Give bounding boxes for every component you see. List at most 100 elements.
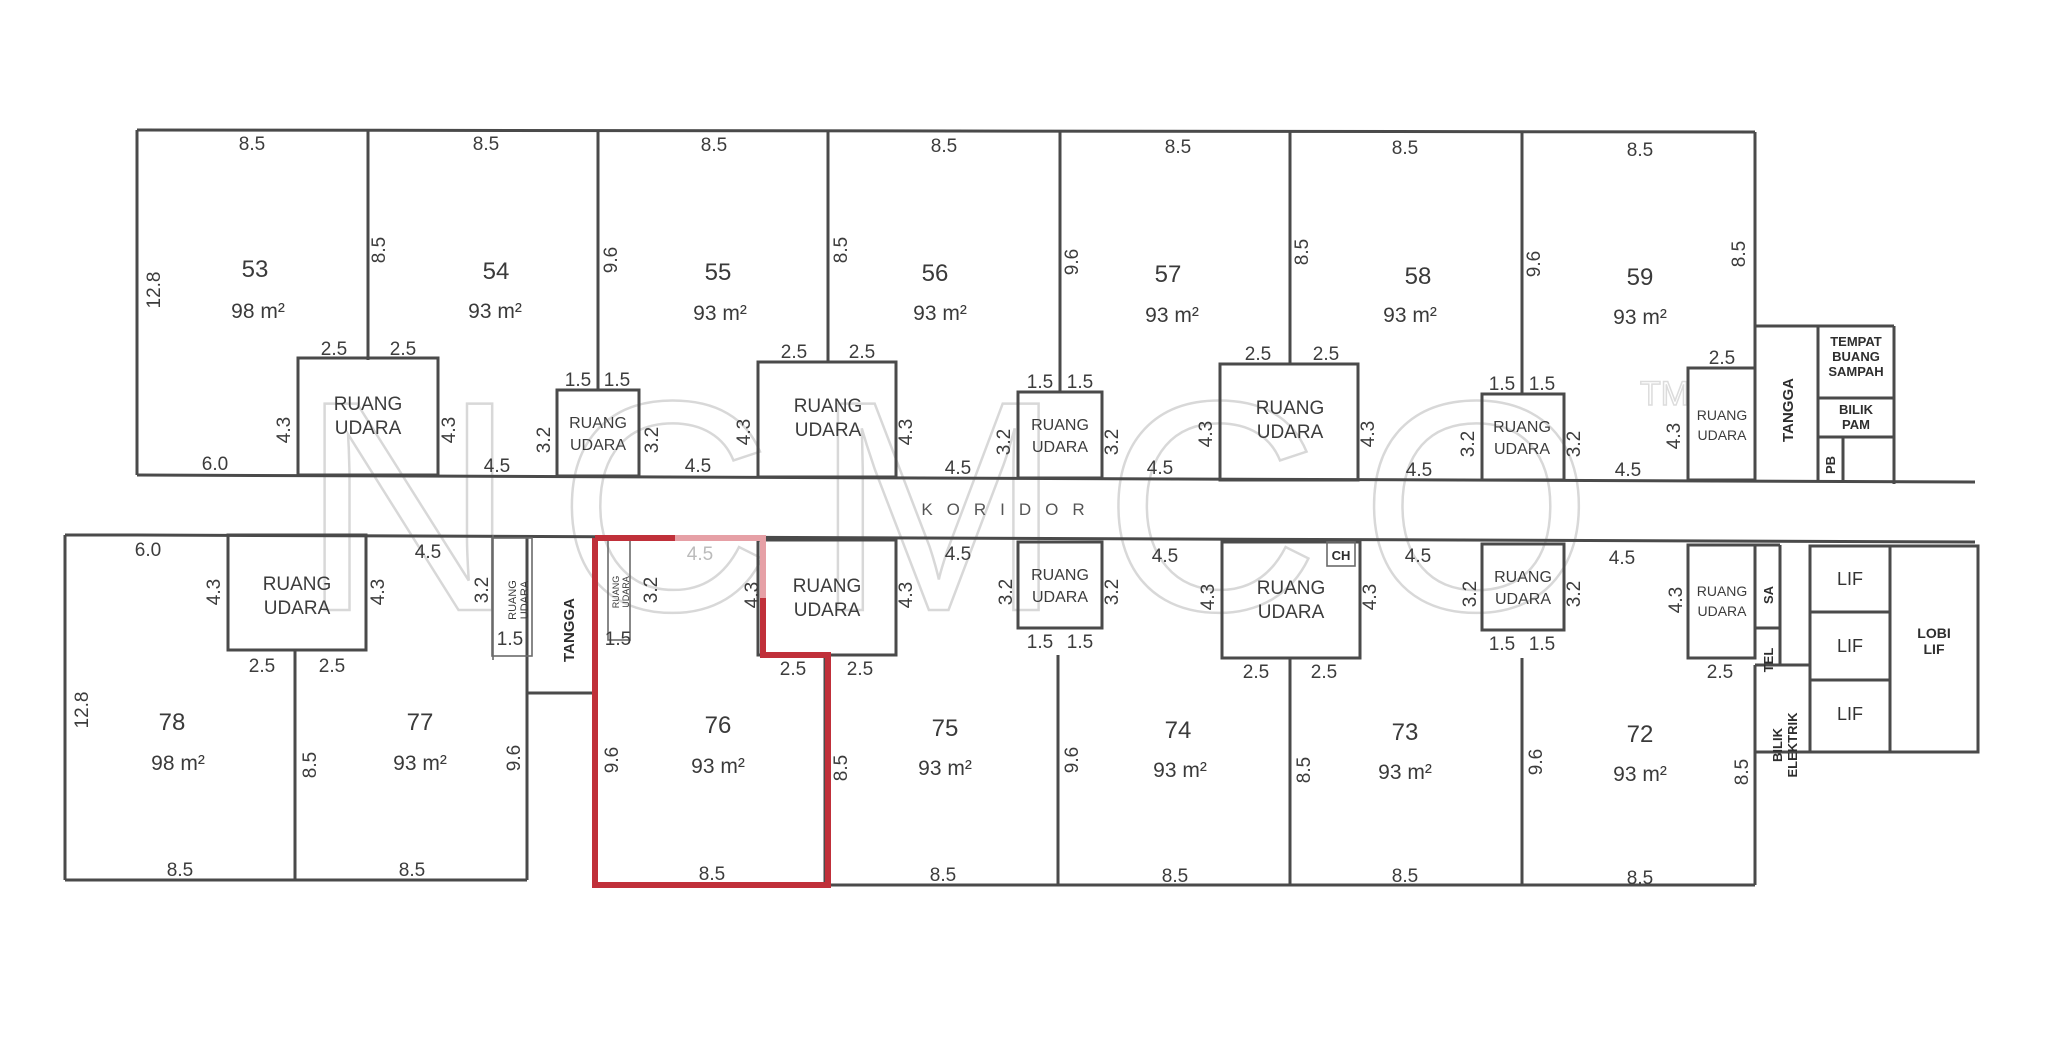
svg-text:1.5: 1.5	[1529, 634, 1555, 655]
svg-text:8.5: 8.5	[1294, 757, 1315, 783]
svg-text:93 m²: 93 m²	[1153, 759, 1207, 782]
air-well-dims: 2.5 2.5 1.5 1.5 2.5 2.5 1.5 1.5 2.5 2.5 …	[135, 339, 1735, 683]
stairs-label: TANGGA	[561, 598, 578, 662]
svg-text:RUANGUDARA: RUANGUDARA	[1256, 398, 1325, 443]
lot-area: 93 m²	[1383, 304, 1437, 327]
svg-text:4.3: 4.3	[1198, 584, 1219, 610]
highlighted-lot-76	[592, 535, 831, 888]
svg-text:TEL: TEL	[1761, 648, 1776, 673]
svg-text:8.5: 8.5	[1162, 866, 1188, 887]
svg-text:4.5: 4.5	[1615, 460, 1641, 481]
svg-text:9.6: 9.6	[602, 747, 623, 773]
svg-text:8.5: 8.5	[1392, 138, 1418, 159]
svg-text:2.5: 2.5	[1707, 662, 1733, 683]
ch-label: CH	[1332, 548, 1351, 563]
svg-text:3.2: 3.2	[472, 577, 493, 603]
svg-text:3.2: 3.2	[1458, 431, 1479, 457]
svg-text:1.5: 1.5	[1067, 632, 1093, 653]
svg-text:2.5: 2.5	[1313, 344, 1339, 365]
svg-text:4.5: 4.5	[484, 456, 510, 477]
svg-text:2.5: 2.5	[390, 339, 416, 360]
lift-label: LIF	[1837, 569, 1863, 589]
lot-number: 72	[1627, 721, 1654, 748]
svg-text:3.2: 3.2	[1564, 581, 1585, 607]
svg-text:8.5: 8.5	[1732, 759, 1753, 785]
svg-text:2.5: 2.5	[1243, 662, 1269, 683]
lot-area: 93 m²	[468, 300, 522, 323]
svg-text:93 m²: 93 m²	[1378, 761, 1432, 784]
svg-text:4.3: 4.3	[204, 579, 225, 605]
lot-area: 93 m²	[913, 302, 967, 325]
svg-text:1.5: 1.5	[1529, 374, 1555, 395]
svg-text:3.2: 3.2	[1102, 429, 1123, 455]
svg-text:9.6: 9.6	[504, 745, 525, 771]
svg-text:3.2: 3.2	[1102, 579, 1123, 605]
svg-text:BILIKELEKTRIK: BILIKELEKTRIK	[1770, 712, 1800, 778]
svg-text:4.3: 4.3	[1358, 421, 1379, 447]
svg-text:8.5: 8.5	[930, 865, 956, 886]
svg-text:9.6: 9.6	[1526, 749, 1547, 775]
svg-text:4.3: 4.3	[734, 419, 755, 445]
lot-number: 78	[159, 709, 186, 736]
svg-text:2.5: 2.5	[321, 339, 347, 360]
lot-number: 73	[1392, 719, 1419, 746]
svg-text:8.5: 8.5	[831, 755, 852, 781]
svg-text:4.3: 4.3	[1360, 584, 1381, 610]
svg-text:4.5: 4.5	[415, 542, 441, 563]
lot-number: 53	[242, 256, 269, 283]
svg-text:4.5: 4.5	[1152, 546, 1178, 567]
svg-text:RUANGUDARA: RUANGUDARA	[334, 394, 403, 439]
svg-text:1.5: 1.5	[1489, 374, 1515, 395]
svg-text:6.0: 6.0	[202, 454, 228, 475]
watermark-text: NCMCO	[300, 338, 1633, 674]
svg-text:6.0: 6.0	[135, 540, 161, 561]
svg-text:RUANGUDARA: RUANGUDARA	[611, 576, 631, 609]
svg-text:8.5: 8.5	[1627, 868, 1653, 889]
lot-area: 93 m²	[1153, 759, 1207, 782]
svg-text:93 m²: 93 m²	[1613, 306, 1667, 329]
svg-text:RUANGUDARA: RUANGUDARA	[507, 580, 531, 620]
svg-text:1.5: 1.5	[1489, 634, 1515, 655]
svg-text:8.5: 8.5	[931, 136, 957, 157]
svg-text:2.5: 2.5	[1709, 348, 1735, 369]
lift-label: LIF	[1837, 704, 1863, 724]
svg-text:8.5: 8.5	[239, 134, 265, 155]
svg-text:93 m²: 93 m²	[691, 755, 745, 778]
svg-text:RUANGUDARA: RUANGUDARA	[1494, 569, 1552, 608]
svg-text:12.8: 12.8	[144, 272, 165, 309]
svg-text:9.6: 9.6	[1062, 747, 1083, 773]
svg-text:8.5: 8.5	[399, 860, 425, 881]
svg-text:2.5: 2.5	[849, 342, 875, 363]
svg-text:4.3: 4.3	[368, 579, 389, 605]
svg-text:9.6: 9.6	[1524, 251, 1545, 277]
lot-number: 77	[407, 709, 434, 736]
svg-text:8.5: 8.5	[167, 860, 193, 881]
svg-text:9.6: 9.6	[601, 247, 622, 273]
lot-area: 93 m²	[1145, 304, 1199, 327]
svg-text:RUANGUDARA: RUANGUDARA	[793, 576, 862, 621]
svg-text:RUANGUDARA: RUANGUDARA	[794, 396, 863, 441]
lot-area: 93 m²	[691, 755, 745, 778]
svg-text:SA: SA	[1761, 585, 1776, 604]
lot-area: 98 m²	[151, 752, 205, 775]
svg-text:RUANGUDARA: RUANGUDARA	[1697, 407, 1748, 443]
lot-number: 56	[922, 260, 949, 287]
svg-text:93 m²: 93 m²	[1613, 763, 1667, 786]
svg-text:4.3: 4.3	[439, 417, 460, 443]
svg-text:2.5: 2.5	[847, 659, 873, 680]
lot-area: 93 m²	[693, 302, 747, 325]
svg-text:93 m²: 93 m²	[1383, 304, 1437, 327]
svg-text:RUANGUDARA: RUANGUDARA	[1697, 583, 1748, 619]
svg-text:8.5: 8.5	[1165, 137, 1191, 158]
lot-number: 55	[705, 259, 732, 286]
lot-number: 59	[1627, 264, 1654, 291]
svg-text:4.3: 4.3	[896, 419, 917, 445]
lot-area: 98 m²	[231, 300, 285, 323]
svg-text:3.2: 3.2	[1564, 431, 1585, 457]
